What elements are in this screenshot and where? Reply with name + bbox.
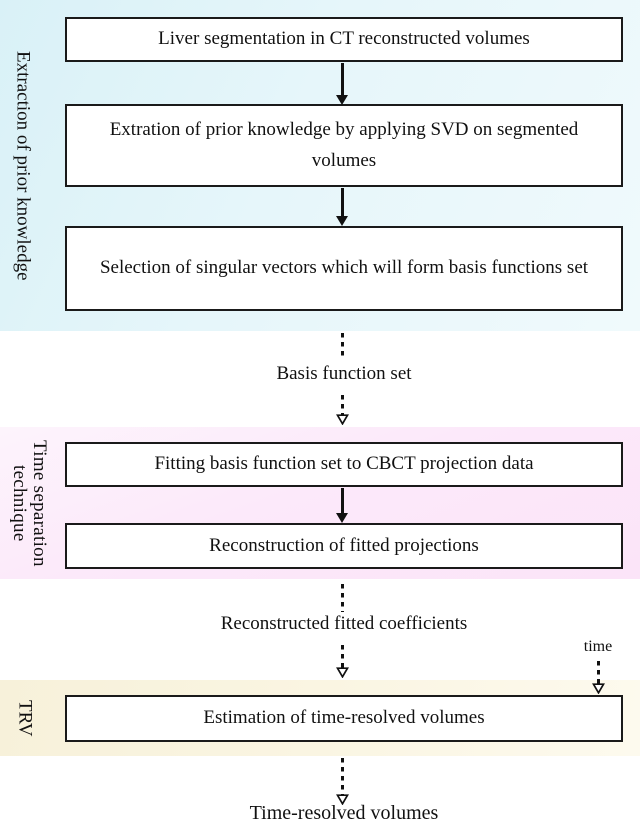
hollow-arrowhead-icon [335,794,349,805]
box-estimation-time-resolved-volumes: Estimation of time-resolved volumes [65,695,623,742]
box-singular-vector-selection: Selection of singular vectors which will… [65,226,623,311]
hollow-arrowhead-icon [591,683,605,694]
box-liver-segmentation-text: Liver segmentation in CT reconstructed v… [158,28,530,50]
dashed-shaft [340,645,344,668]
arrow-shaft [340,488,344,514]
box-svd-prior-knowledge: Extration of prior knowledge by applying… [65,104,623,187]
side-label-trv: TRV [14,699,36,737]
filled-arrowhead-icon [336,513,348,523]
label-basis-function-set: Basis function set [276,363,412,384]
box-singular-vector-selection-text: Selection of singular vectors which will… [99,257,589,279]
dashed-shaft [340,395,344,415]
label-time: time [583,638,613,655]
hollow-arrowhead-icon [335,414,349,425]
box-liver-segmentation: Liver segmentation in CT reconstructed v… [65,17,623,62]
arrow-shaft [340,188,344,217]
label-time-resolved-volumes: Time-resolved volumes [249,802,439,824]
box-fitting-basis-functions: Fitting basis function set to CBCT proje… [65,442,623,487]
side-label-time-separation-technique: Time separation technique [9,439,50,567]
arrow-fitting-to-reconstruction [330,488,354,523]
dashed-arrow-time-input [586,661,610,694]
dashed-shaft [340,758,344,795]
dashed-arrow-to-output [330,758,354,805]
box-estimation-time-resolved-volumes-text: Estimation of time-resolved volumes [203,707,485,729]
dashed-arrow-coefficients-to-estimation [330,645,354,678]
dashed-line-to-coefficients-label [330,584,354,612]
box-reconstruction-fitted-projections: Reconstruction of fitted projections [65,523,623,569]
dashed-line-to-basis-label [330,333,354,358]
side-label-extraction-of-prior-knowledge: Extraction of prior knowledge [12,50,34,281]
arrow-shaft [340,63,344,96]
filled-arrowhead-icon [336,216,348,226]
arrow-box2-to-box3 [330,188,354,226]
filled-arrowhead-icon [336,95,348,105]
box-fitting-basis-functions-text: Fitting basis function set to CBCT proje… [154,453,534,475]
dashed-shaft [596,661,600,684]
box-svd-prior-knowledge-text: Extration of prior knowledge by applying… [109,119,579,171]
dashed-shaft [340,584,344,612]
dashed-shaft [340,333,344,358]
dashed-arrow-basis-to-fitting [330,395,354,425]
hollow-arrowhead-icon [335,667,349,678]
box-reconstruction-fitted-projections-text: Reconstruction of fitted projections [209,534,479,556]
label-reconstructed-fitted-coefficients: Reconstructed fitted coefficients [220,613,468,634]
arrow-box1-to-box2 [330,63,354,105]
